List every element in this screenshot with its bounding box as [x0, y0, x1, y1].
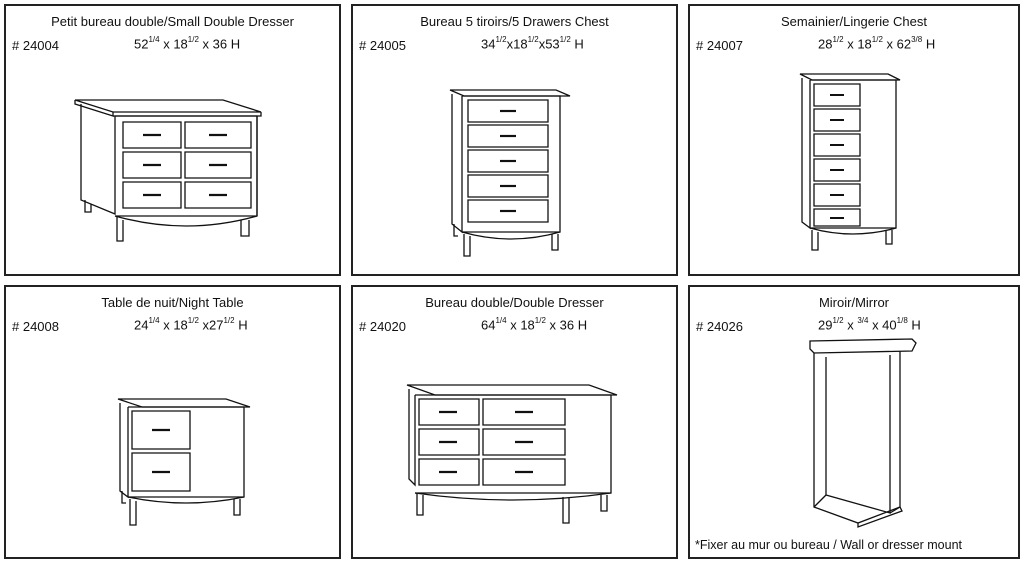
- dimension-fraction: 1/2: [559, 35, 571, 44]
- dimension-fraction: 1/4: [148, 316, 160, 325]
- product-dimensions: 521/4 x 181/2 x 36 H: [134, 35, 241, 52]
- product-dimensions: 641/4 x 181/2 x 36 H: [481, 316, 588, 333]
- dimension-fraction: 1/8: [896, 316, 908, 325]
- dimension-fraction: 1/2: [223, 316, 235, 325]
- product-title: Table de nuit/Night Table: [101, 295, 244, 310]
- product-sku: # 24007: [696, 38, 743, 53]
- dimension-fraction: 1/2: [832, 316, 844, 325]
- product-title: Petit bureau double/Small Double Dresser: [51, 14, 294, 29]
- product-card-small-double-dresser: Petit bureau double/Small Double Dresser…: [4, 4, 341, 276]
- product-dimensions: 341/2x181/2x531/2 H: [481, 35, 584, 52]
- 5-drawers-chest-drawing: [448, 86, 578, 261]
- dimension-fraction: 1/2: [832, 35, 844, 44]
- dimension-value: 34: [481, 36, 496, 52]
- dimension-value: x 40: [868, 317, 897, 333]
- product-card-lingerie-chest: Semainier/Lingerie Chest # 24007 281/2 x…: [688, 4, 1020, 276]
- dimension-fraction: 3/8: [911, 35, 923, 44]
- dimension-value: 52: [134, 36, 149, 52]
- product-card-night-table: Table de nuit/Night Table # 24008 241/4 …: [4, 285, 341, 559]
- dimension-value: 24: [134, 317, 149, 333]
- dimension-value: x 62: [882, 36, 912, 52]
- night-table-drawing: [116, 397, 256, 532]
- mount-note: *Fixer au mur ou bureau / Wall or dresse…: [695, 538, 963, 552]
- product-title: Semainier/Lingerie Chest: [781, 14, 927, 29]
- lingerie-chest-drawing: [798, 72, 908, 257]
- product-sku: # 24008: [12, 319, 59, 334]
- product-card-5-drawers-chest: Bureau 5 tiroirs/5 Drawers Chest # 24005…: [351, 4, 678, 276]
- dimension-value: x53: [538, 36, 560, 52]
- dimension-value: x 18: [506, 317, 535, 333]
- product-dimensions: 291/2 x 3/4 x 401/8 H: [818, 316, 921, 333]
- product-dimensions: 241/4 x 181/2 x271/2 H: [134, 316, 248, 333]
- dimension-fraction: 3/4: [857, 316, 869, 325]
- mirror-drawing: [808, 337, 928, 532]
- dimension-fraction: 1/2: [527, 35, 539, 44]
- dimension-value: 28: [818, 36, 833, 52]
- dimension-value: x 18: [159, 317, 188, 333]
- dimension-fraction: 1/2: [495, 35, 507, 44]
- dimension-value: H: [907, 317, 921, 333]
- dimension-value: x27: [198, 317, 224, 333]
- product-card-double-dresser: Bureau double/Double Dresser # 24020 641…: [351, 285, 678, 559]
- dimension-value: 29: [818, 317, 833, 333]
- product-dimensions: 281/2 x 181/2 x 623/8 H: [818, 35, 936, 52]
- dimension-fraction: 1/4: [495, 316, 507, 325]
- dimension-fraction: 1/2: [187, 35, 199, 44]
- product-sku: # 24004: [12, 38, 59, 53]
- product-sku: # 24005: [359, 38, 406, 53]
- product-sku: # 24026: [696, 319, 743, 334]
- dimension-fraction: 1/2: [534, 316, 546, 325]
- dimension-value: x 18: [159, 36, 188, 52]
- dimension-value: x 36 H: [198, 36, 241, 52]
- dimension-value: x18: [506, 36, 528, 52]
- dimension-value: 64: [481, 317, 496, 333]
- product-title: Bureau 5 tiroirs/5 Drawers Chest: [420, 14, 609, 29]
- product-title: Bureau double/Double Dresser: [425, 295, 604, 310]
- dimension-value: x 36 H: [545, 317, 588, 333]
- product-sku: # 24020: [359, 319, 406, 334]
- dimension-fraction: 1/2: [187, 316, 199, 325]
- dimension-value: x: [843, 317, 858, 333]
- dimension-value: x 18: [843, 36, 872, 52]
- dimension-fraction: 1/4: [148, 35, 160, 44]
- dimension-value: H: [234, 317, 248, 333]
- dimension-value: H: [570, 36, 584, 52]
- product-card-mirror: Miroir/Mirror # 24026 291/2 x 3/4 x 401/…: [688, 285, 1020, 559]
- small-double-dresser-drawing: [73, 96, 273, 256]
- dimension-fraction: 1/2: [871, 35, 883, 44]
- dimension-value: H: [922, 36, 936, 52]
- product-title: Miroir/Mirror: [818, 295, 890, 310]
- double-dresser-drawing: [405, 383, 625, 543]
